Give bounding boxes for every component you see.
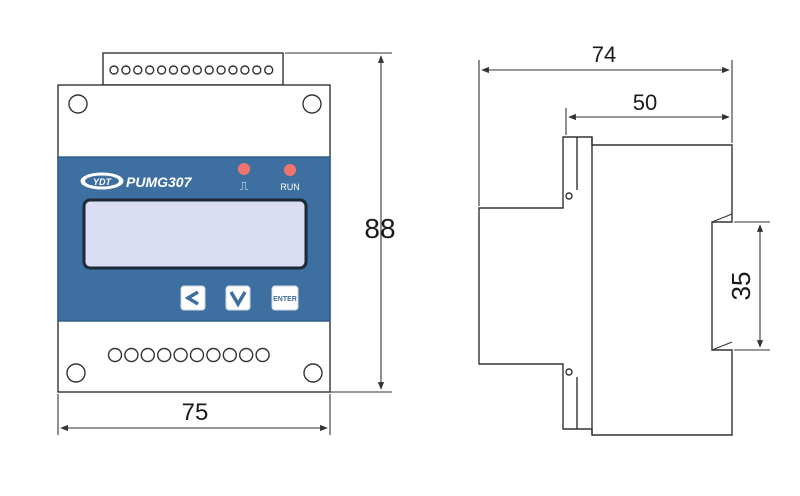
top-terminal-pins [109,65,274,75]
terminal-pin-icon [121,65,131,75]
clip-hole-icon [565,192,573,200]
screw-hole-icon [302,94,322,114]
enter-button-label: ENTER [273,296,297,303]
dim-rail-height-label: 35 [726,272,756,301]
terminal-pin-icon [238,347,254,363]
clip-hole-icon [565,368,573,376]
terminal-pin-icon [156,65,167,75]
terminal-pin-icon [228,65,238,75]
terminal-pin-icon [216,65,226,75]
dim-height-label: 88 [364,213,395,244]
terminal-pin-icon [264,65,274,75]
terminal-pin-icon [189,347,205,363]
front-dimension-lines [57,52,392,435]
screw-hole-icon [66,363,86,383]
terminal-pin-icon [204,65,214,75]
terminal-pin-icon [255,347,270,363]
front-view [57,52,331,393]
terminal-pin-icon [140,347,156,363]
dim-body-depth-label: 50 [633,90,657,115]
down-button[interactable] [225,285,251,311]
terminal-pin-icon [156,347,172,363]
terminal-pin-icon [252,65,262,75]
lcd-display [82,198,308,270]
terminal-pin-icon [107,347,123,363]
terminal-pin-icon [222,347,238,363]
side-profile [478,136,733,436]
screw-hole-icon [68,94,88,114]
terminal-pin-icon [206,347,221,363]
bottom-terminal-pins [107,347,270,363]
terminal-pin-icon [144,65,155,75]
terminal-pin-icon [133,65,143,75]
led-pulse-label: ⎍ [240,179,249,193]
dim-width-label: 75 [182,399,209,426]
enter-button[interactable]: ENTER [271,285,299,311]
arrow-down-icon [229,291,247,308]
model-label: PUMG307 [126,174,193,190]
arrow-left-icon [184,290,199,306]
side-dimension-lines [478,60,770,351]
terminal-pin-icon [192,65,203,75]
terminal-pin-icon [180,65,191,75]
led-run-label: RUN [280,182,300,192]
side-view [478,136,733,436]
svg-text:YDT: YDT [93,177,113,187]
led-indicator-icon [238,163,250,175]
terminal-pin-icon [109,65,119,75]
terminal-pin-icon [124,347,139,363]
screw-hole-icon [303,363,323,383]
led-indicator-icon [284,164,296,176]
dim-total-depth-label: 74 [592,42,616,67]
left-button[interactable] [180,285,206,311]
terminal-pin-icon [168,65,179,75]
brand-logo: YDT [80,172,124,190]
terminal-pin-icon [240,65,250,75]
terminal-pin-icon [173,347,188,363]
